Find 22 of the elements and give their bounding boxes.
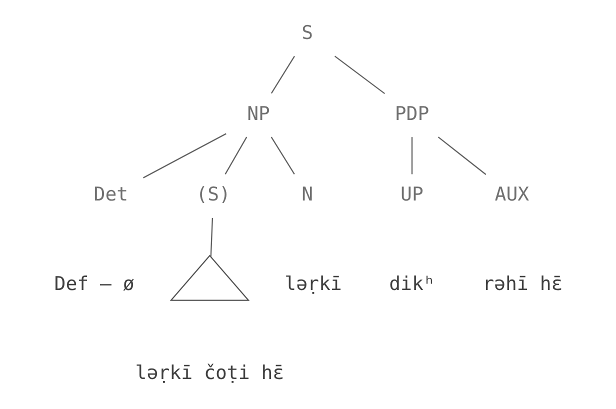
node-text: (S) bbox=[196, 184, 230, 206]
label: dikʰ bbox=[388, 272, 434, 295]
connector bbox=[270, 56, 294, 94]
node-text: Det bbox=[93, 184, 128, 206]
node-text: NP bbox=[246, 102, 270, 125]
connector bbox=[334, 56, 385, 94]
connector bbox=[142, 133, 226, 178]
connector bbox=[270, 136, 294, 175]
node-text: AUX bbox=[494, 184, 529, 206]
node-text: PDP bbox=[394, 102, 429, 125]
connector bbox=[410, 137, 412, 174]
label: ləṛkī bbox=[284, 272, 342, 295]
node-text: N bbox=[301, 184, 313, 206]
label: rəhī hɛ̄ bbox=[482, 272, 562, 295]
connector bbox=[437, 136, 486, 175]
node-text: S bbox=[301, 22, 313, 44]
node-triangle bbox=[169, 254, 250, 301]
label: Def – ø bbox=[54, 272, 134, 295]
node-text: UP bbox=[400, 184, 423, 206]
connector bbox=[224, 136, 247, 175]
node-label: ləṛkī čoṭi hɛ̄ bbox=[134, 362, 284, 384]
connector bbox=[210, 218, 213, 257]
